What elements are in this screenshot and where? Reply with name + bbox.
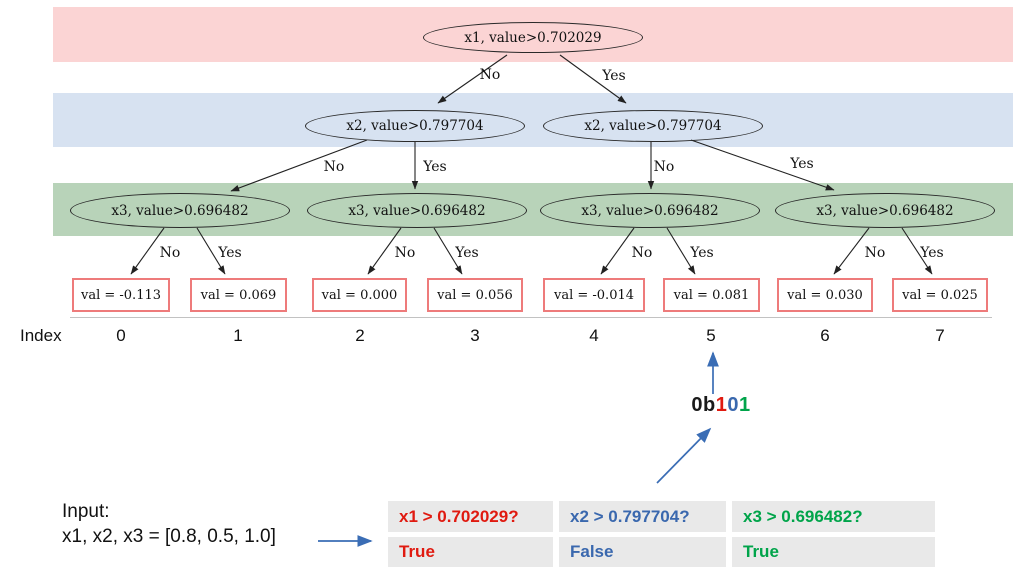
tree-node-x2-right: x2, value>0.797704 bbox=[543, 110, 763, 142]
edge-label-no: No bbox=[394, 245, 416, 261]
binary-bit-x2: 0 bbox=[727, 394, 739, 416]
tree-node-label: x3, value>0.696482 bbox=[816, 202, 954, 219]
leaf-box-7: val = 0.025 bbox=[892, 278, 988, 312]
index-4: 4 bbox=[589, 326, 599, 345]
index-5: 5 bbox=[706, 326, 716, 345]
edge-l3a-no bbox=[130, 227, 165, 275]
table-question-x3: x3 > 0.696482? bbox=[732, 501, 935, 532]
leaf-value: val = 0.030 bbox=[787, 287, 863, 303]
tree-node-label: x2, value>0.797704 bbox=[584, 118, 722, 134]
index-7: 7 bbox=[935, 326, 945, 345]
leaf-value: val = -0.014 bbox=[553, 287, 635, 303]
tree-node-label: x3, value>0.696482 bbox=[111, 202, 249, 219]
index-0: 0 bbox=[116, 326, 126, 345]
edge-label-yes: Yes bbox=[218, 245, 242, 261]
level-band-x2 bbox=[53, 93, 1013, 147]
arrow-table-to-binary bbox=[656, 427, 712, 484]
tree-node-x3-3: x3, value>0.696482 bbox=[540, 193, 760, 228]
edge-root-yes bbox=[559, 54, 627, 104]
binary-bit-x1: 1 bbox=[715, 394, 728, 416]
edge-label-no: No bbox=[323, 159, 345, 175]
edge-l3b-no bbox=[367, 227, 402, 275]
leaf-box-5: val = 0.081 bbox=[663, 278, 760, 312]
leaf-value: val = -0.113 bbox=[80, 287, 162, 303]
index-3: 3 bbox=[470, 326, 480, 345]
binary-index-label: 0b101 bbox=[691, 394, 750, 417]
input-title: Input: bbox=[62, 501, 110, 522]
edge-label-no: No bbox=[631, 245, 653, 261]
edge-label-yes: Yes bbox=[602, 68, 626, 84]
edge-label-yes: Yes bbox=[790, 156, 814, 172]
tree-node-x3-4: x3, value>0.696482 bbox=[775, 193, 995, 228]
index-6: 6 bbox=[820, 326, 830, 345]
leaf-value: val = 0.056 bbox=[437, 287, 513, 303]
tree-node-root: x1, value>0.702029 bbox=[423, 22, 643, 53]
table-question-x2: x2 > 0.797704? bbox=[559, 501, 726, 532]
tree-node-label: x2, value>0.797704 bbox=[346, 118, 484, 134]
leaf-box-4: val = -0.014 bbox=[543, 278, 645, 312]
edge-label-yes: Yes bbox=[455, 245, 479, 261]
edge-l3b-yes bbox=[433, 227, 463, 275]
leaf-box-2: val = 0.000 bbox=[312, 278, 407, 312]
edge-label-yes: Yes bbox=[920, 245, 944, 261]
edge-l3d-no bbox=[833, 227, 870, 275]
tree-node-label: x3, value>0.696482 bbox=[581, 202, 719, 219]
edge-label-no: No bbox=[159, 245, 181, 261]
edge-label-no: No bbox=[653, 159, 675, 175]
edge-label-no: No bbox=[864, 245, 886, 261]
binary-prefix: 0b bbox=[691, 394, 716, 416]
leaf-box-1: val = 0.069 bbox=[190, 278, 287, 312]
table-answer-x3: True bbox=[732, 537, 935, 567]
leaf-value: val = 0.081 bbox=[673, 287, 750, 303]
edge-label-yes: Yes bbox=[423, 159, 447, 175]
tree-node-x2-left: x2, value>0.797704 bbox=[305, 110, 525, 142]
tree-node-x3-2: x3, value>0.696482 bbox=[307, 193, 527, 228]
edge-l3c-no bbox=[600, 227, 635, 275]
edge-l2b-yes bbox=[690, 139, 835, 191]
tree-node-label: x3, value>0.696482 bbox=[348, 202, 486, 219]
table-answer-x1: True bbox=[388, 537, 553, 567]
leaf-box-0: val = -0.113 bbox=[72, 278, 170, 312]
input-block: Input: x1, x2, x3 = [0.8, 0.5, 1.0] bbox=[62, 499, 276, 549]
edge-label-no: No bbox=[479, 67, 501, 83]
edge-label-yes: Yes bbox=[690, 245, 714, 261]
edge-l3c-yes bbox=[666, 227, 696, 275]
tree-node-x3-1: x3, value>0.696482 bbox=[70, 193, 290, 228]
leaf-box-3: val = 0.056 bbox=[427, 278, 523, 312]
table-question-x1: x1 > 0.702029? bbox=[388, 501, 553, 532]
index-2: 2 bbox=[355, 326, 365, 345]
edge-l2a-no bbox=[230, 139, 368, 192]
leaf-value: val = 0.000 bbox=[321, 287, 398, 303]
index-separator-line bbox=[70, 317, 992, 318]
index-row-title: Index bbox=[20, 326, 62, 345]
index-1: 1 bbox=[233, 326, 243, 345]
binary-bit-x3: 1 bbox=[738, 394, 751, 416]
edge-l3a-yes bbox=[196, 227, 226, 275]
table-answer-x2: False bbox=[559, 537, 726, 567]
leaf-value: val = 0.069 bbox=[200, 287, 277, 303]
leaf-box-6: val = 0.030 bbox=[777, 278, 873, 312]
edge-root-no bbox=[437, 54, 508, 104]
input-values: x1, x2, x3 = [0.8, 0.5, 1.0] bbox=[62, 526, 276, 547]
edge-l3d-yes bbox=[901, 227, 933, 275]
leaf-value: val = 0.025 bbox=[902, 287, 978, 303]
tree-node-root-label: x1, value>0.702029 bbox=[464, 29, 602, 46]
